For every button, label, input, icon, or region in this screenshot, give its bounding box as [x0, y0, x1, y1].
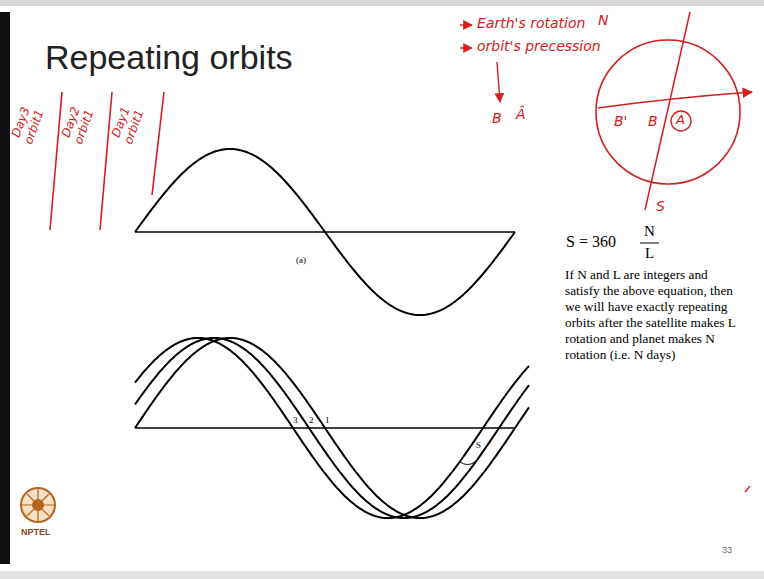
- ground-track-curve: [135, 338, 529, 518]
- top-strip: [0, 0, 764, 6]
- slide-title: Repeating orbits: [45, 38, 293, 77]
- handwritten-symbol: Â: [516, 106, 526, 122]
- ground-track-curve: [135, 338, 529, 518]
- circled-mark: [671, 111, 691, 131]
- nptel-logo: [21, 488, 55, 522]
- rotation-axis: [645, 12, 690, 210]
- point-label: B': [614, 113, 627, 129]
- ground-track-curve: [135, 338, 529, 518]
- shift-arc: [460, 462, 475, 465]
- handwritten-note: Day3 orbit1: [8, 101, 48, 148]
- fraction-bar: [640, 243, 659, 244]
- handwritten-symbol: B: [492, 110, 502, 126]
- pole-label: N: [598, 12, 608, 28]
- down-arrow: [497, 62, 500, 102]
- page-number: 33: [722, 545, 732, 555]
- point-label: A: [676, 113, 685, 128]
- shift-label: S: [476, 441, 481, 450]
- left-bar: [0, 12, 10, 564]
- formula-denominator: L: [645, 245, 654, 262]
- curve-number: 3: [293, 416, 298, 425]
- formula: S = 360: [566, 233, 616, 251]
- curve-number: 2: [309, 416, 314, 425]
- explanation-text: If N and L are integers and satisfy the …: [565, 267, 737, 363]
- orbit-track-sketch: [100, 92, 112, 230]
- point-label: B: [648, 113, 658, 129]
- pole-label: S: [656, 198, 665, 214]
- bottom-strip: [0, 571, 764, 579]
- handwritten-note: orbit's precession: [477, 38, 601, 54]
- formula-numerator: N: [644, 223, 655, 240]
- ground-track-curve: [135, 149, 515, 315]
- bullet-arrow: [460, 47, 472, 48]
- figure-label: (a): [296, 256, 306, 265]
- handwritten-note: Earth's rotation: [477, 15, 585, 31]
- logo-text: NPTEL: [21, 527, 51, 537]
- curve-number: 1: [325, 416, 330, 425]
- orbit-track-sketch: [50, 92, 62, 230]
- handwritten-note: Day2 orbit1: [58, 101, 98, 148]
- orbit-track-sketch: [152, 92, 164, 195]
- orbit-arrow: [598, 92, 752, 108]
- bullet-arrow: [460, 24, 472, 25]
- pen-mark: [745, 486, 750, 492]
- handwritten-note: Day1 orbit1: [108, 101, 148, 148]
